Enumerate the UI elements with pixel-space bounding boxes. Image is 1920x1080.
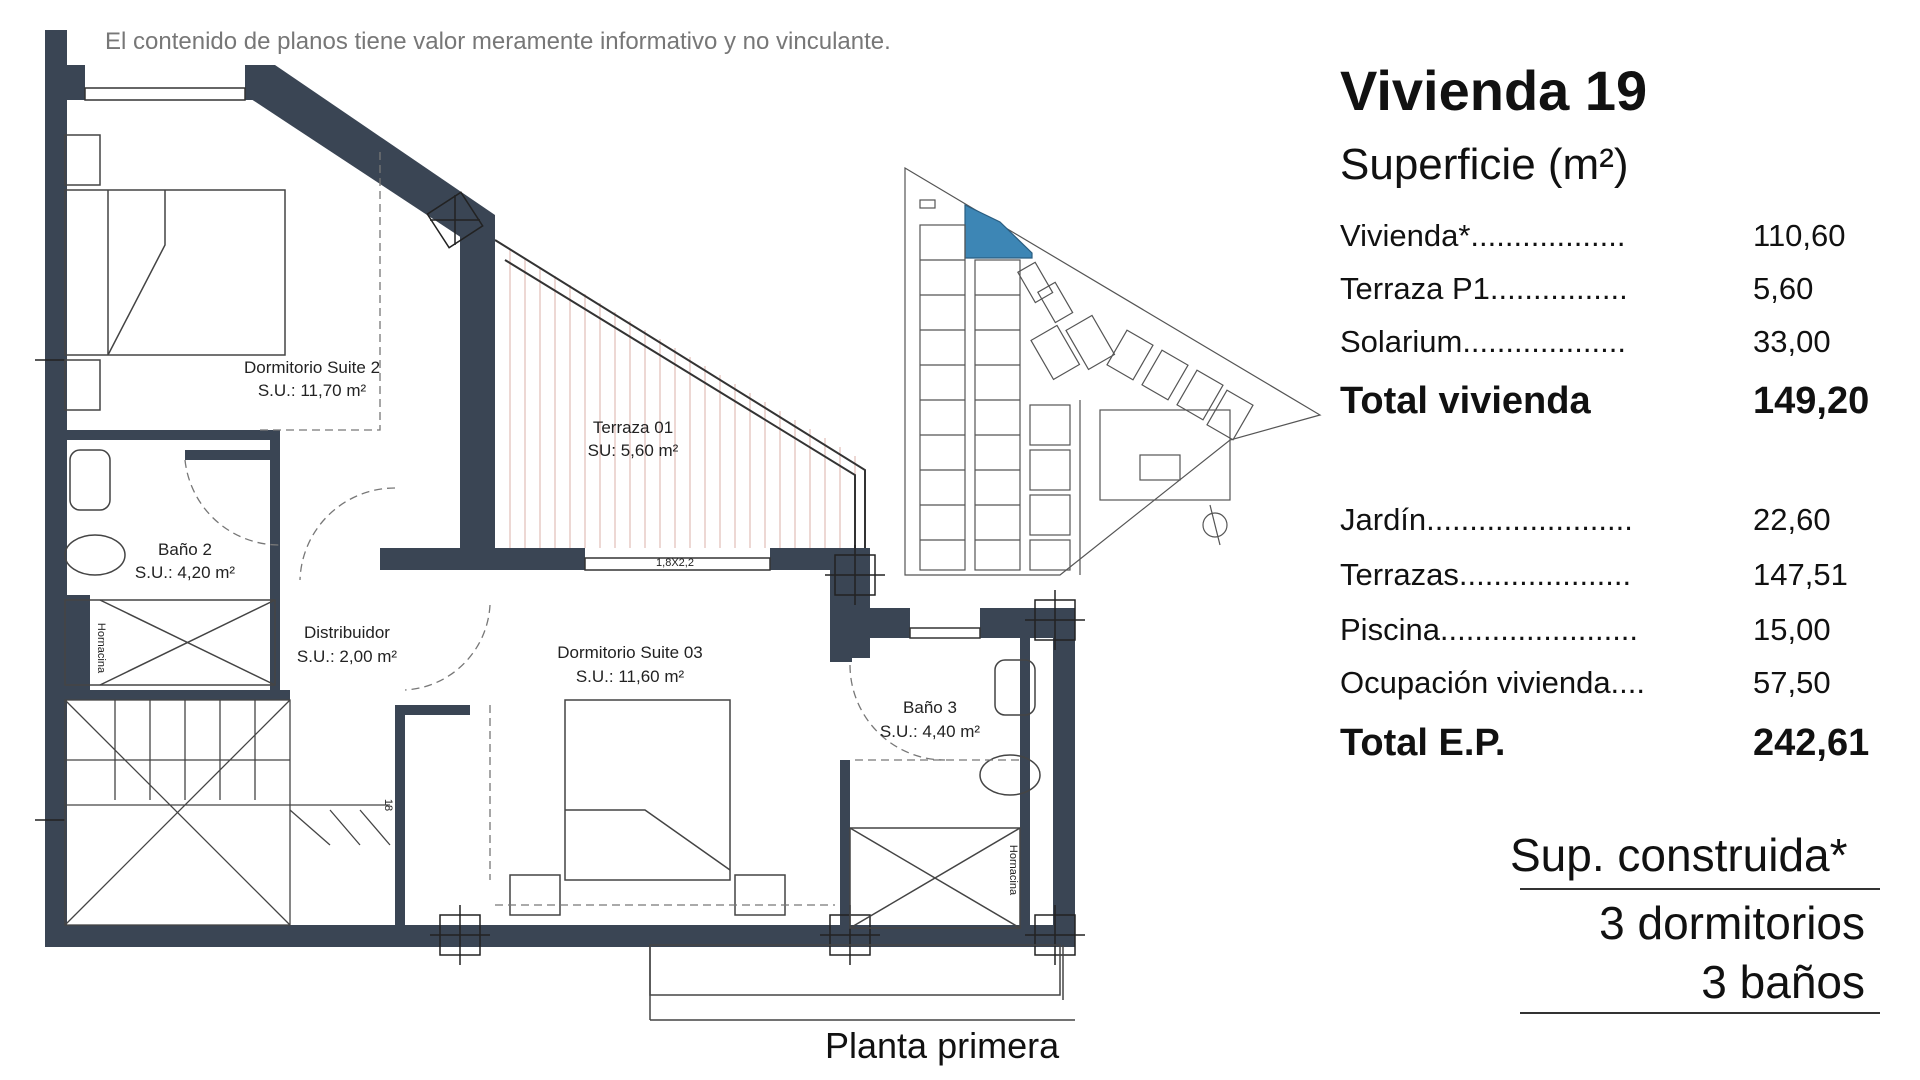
floor-level-label: Planta primera: [825, 1025, 1060, 1066]
terrace-hatch: [509, 250, 856, 548]
area-row-value: 147,51: [1753, 557, 1848, 592]
unit-subtitle: Superficie (m²): [1340, 140, 1629, 189]
area-row-value: 57,50: [1753, 665, 1831, 700]
site-key-plan: [904, 166, 1322, 576]
terrace-railing: [494, 239, 866, 552]
room-suite2-name: Dormitorio Suite 2: [244, 358, 380, 377]
window-size-label: 1,8X2,2: [656, 557, 694, 569]
total-ep-label: Total E.P.: [1340, 722, 1506, 764]
area-row: Terraza P1................ 5,60: [1340, 271, 1900, 311]
area-row-label: Vivienda*..................: [1340, 218, 1626, 253]
area-row-value: 5,60: [1753, 271, 1814, 306]
hornacina-label-right: Hornacina: [1007, 845, 1019, 896]
disclaimer: El contenido de planos tiene valor meram…: [105, 28, 891, 55]
area-row-value: 110,60: [1753, 218, 1846, 253]
sup-construida-label: Sup. construida*: [1510, 829, 1848, 881]
unit-title: Vivienda 19: [1340, 59, 1648, 122]
area-row-label: Piscina.......................: [1340, 612, 1639, 647]
area-row-value: 15,00: [1753, 612, 1831, 647]
room-terraza-name: Terraza 01: [593, 418, 673, 437]
area-row-label: Jardín........................: [1340, 502, 1633, 537]
area-row-value: 33,00: [1753, 324, 1831, 359]
area-row-label: Solarium...................: [1340, 324, 1626, 359]
area-row-label: Terrazas....................: [1340, 557, 1632, 592]
walls: [45, 30, 1075, 947]
column-markers: [35, 191, 1085, 965]
room-bano3-area: S.U.: 4,40 m²: [880, 722, 980, 741]
room-suite3-area: S.U.: 11,60 m²: [576, 667, 685, 686]
stairs: [64, 699, 391, 926]
summary-divider-top: [1520, 888, 1880, 890]
bedroom-count: 3 dormitorios: [1599, 897, 1865, 949]
area-row: Ocupación vivienda.... 57,50: [1340, 665, 1900, 705]
room-terraza-area: SU: 5,60 m²: [588, 441, 679, 460]
total-vivienda-label: Total vivienda: [1340, 380, 1591, 422]
total-vivienda-value: 149,20: [1753, 380, 1870, 422]
bathroom-count: 3 baños: [1701, 956, 1865, 1008]
area-row: Vivienda*.................. 110,60: [1340, 218, 1900, 258]
area-row: Piscina....................... 15,00: [1340, 612, 1900, 652]
hornacina-label-left: Hornacina: [95, 623, 107, 674]
total-ep-row: Total E.P. 242,61: [1340, 722, 1900, 764]
summary-divider-bottom: [1520, 1012, 1880, 1014]
fixtures: [64, 134, 1075, 1021]
area-row-value: 22,60: [1753, 502, 1831, 537]
room-suite3-name: Dormitorio Suite 03: [557, 643, 703, 662]
area-row-label: Ocupación vivienda....: [1340, 665, 1646, 700]
area-row-label: Terraza P1................: [1340, 271, 1628, 306]
room-distribuidor-area: S.U.: 2,00 m²: [297, 647, 397, 666]
total-vivienda-row: Total vivienda 149,20: [1340, 380, 1900, 422]
room-distribuidor-name: Distribuidor: [304, 623, 390, 642]
door-swings: [184, 150, 1020, 906]
total-ep-value: 242,61: [1753, 722, 1870, 764]
area-row: Terrazas.................... 147,51: [1340, 557, 1900, 597]
area-row: Solarium................... 33,00: [1340, 324, 1900, 364]
room-bano2-name: Baño 2: [158, 540, 212, 559]
windows: [84, 87, 981, 639]
area-row: Jardín........................ 22,60: [1340, 502, 1900, 542]
room-suite2-area: S.U.: 11,70 m²: [258, 381, 367, 400]
room-bano2-area: S.U.: 4,20 m²: [135, 563, 235, 582]
room-bano3-name: Baño 3: [903, 698, 957, 717]
stair-step-label: 18: [382, 799, 394, 811]
